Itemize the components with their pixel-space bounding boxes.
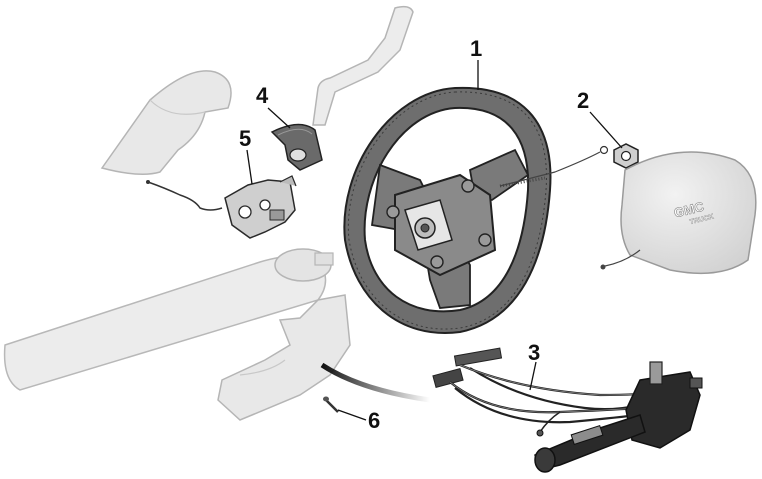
airbag-module: GMC TRUCK: [600, 151, 757, 275]
callout-1: 1: [470, 36, 482, 61]
cruise-control-switch: [270, 123, 323, 171]
callout-5: 5: [239, 126, 251, 151]
wiring-sweep: [320, 362, 431, 403]
callout-4: 4: [256, 83, 269, 108]
upper-column-shroud: [100, 70, 232, 175]
lower-column-shroud: [217, 294, 351, 421]
column-intermediate-shaft: [312, 5, 414, 126]
callout-3: 3: [528, 340, 540, 365]
callout-2: 2: [577, 88, 589, 113]
steering-wheel-nut: [613, 143, 639, 169]
leader-lines: [246, 60, 623, 421]
multifunction-switch: [432, 347, 703, 473]
steering-wheel: [343, 86, 609, 334]
inflatable-restraint-coil: [146, 175, 297, 239]
switch-screw: [323, 396, 339, 413]
steering-column-tube: [3, 248, 334, 391]
callout-6: 6: [368, 408, 380, 433]
